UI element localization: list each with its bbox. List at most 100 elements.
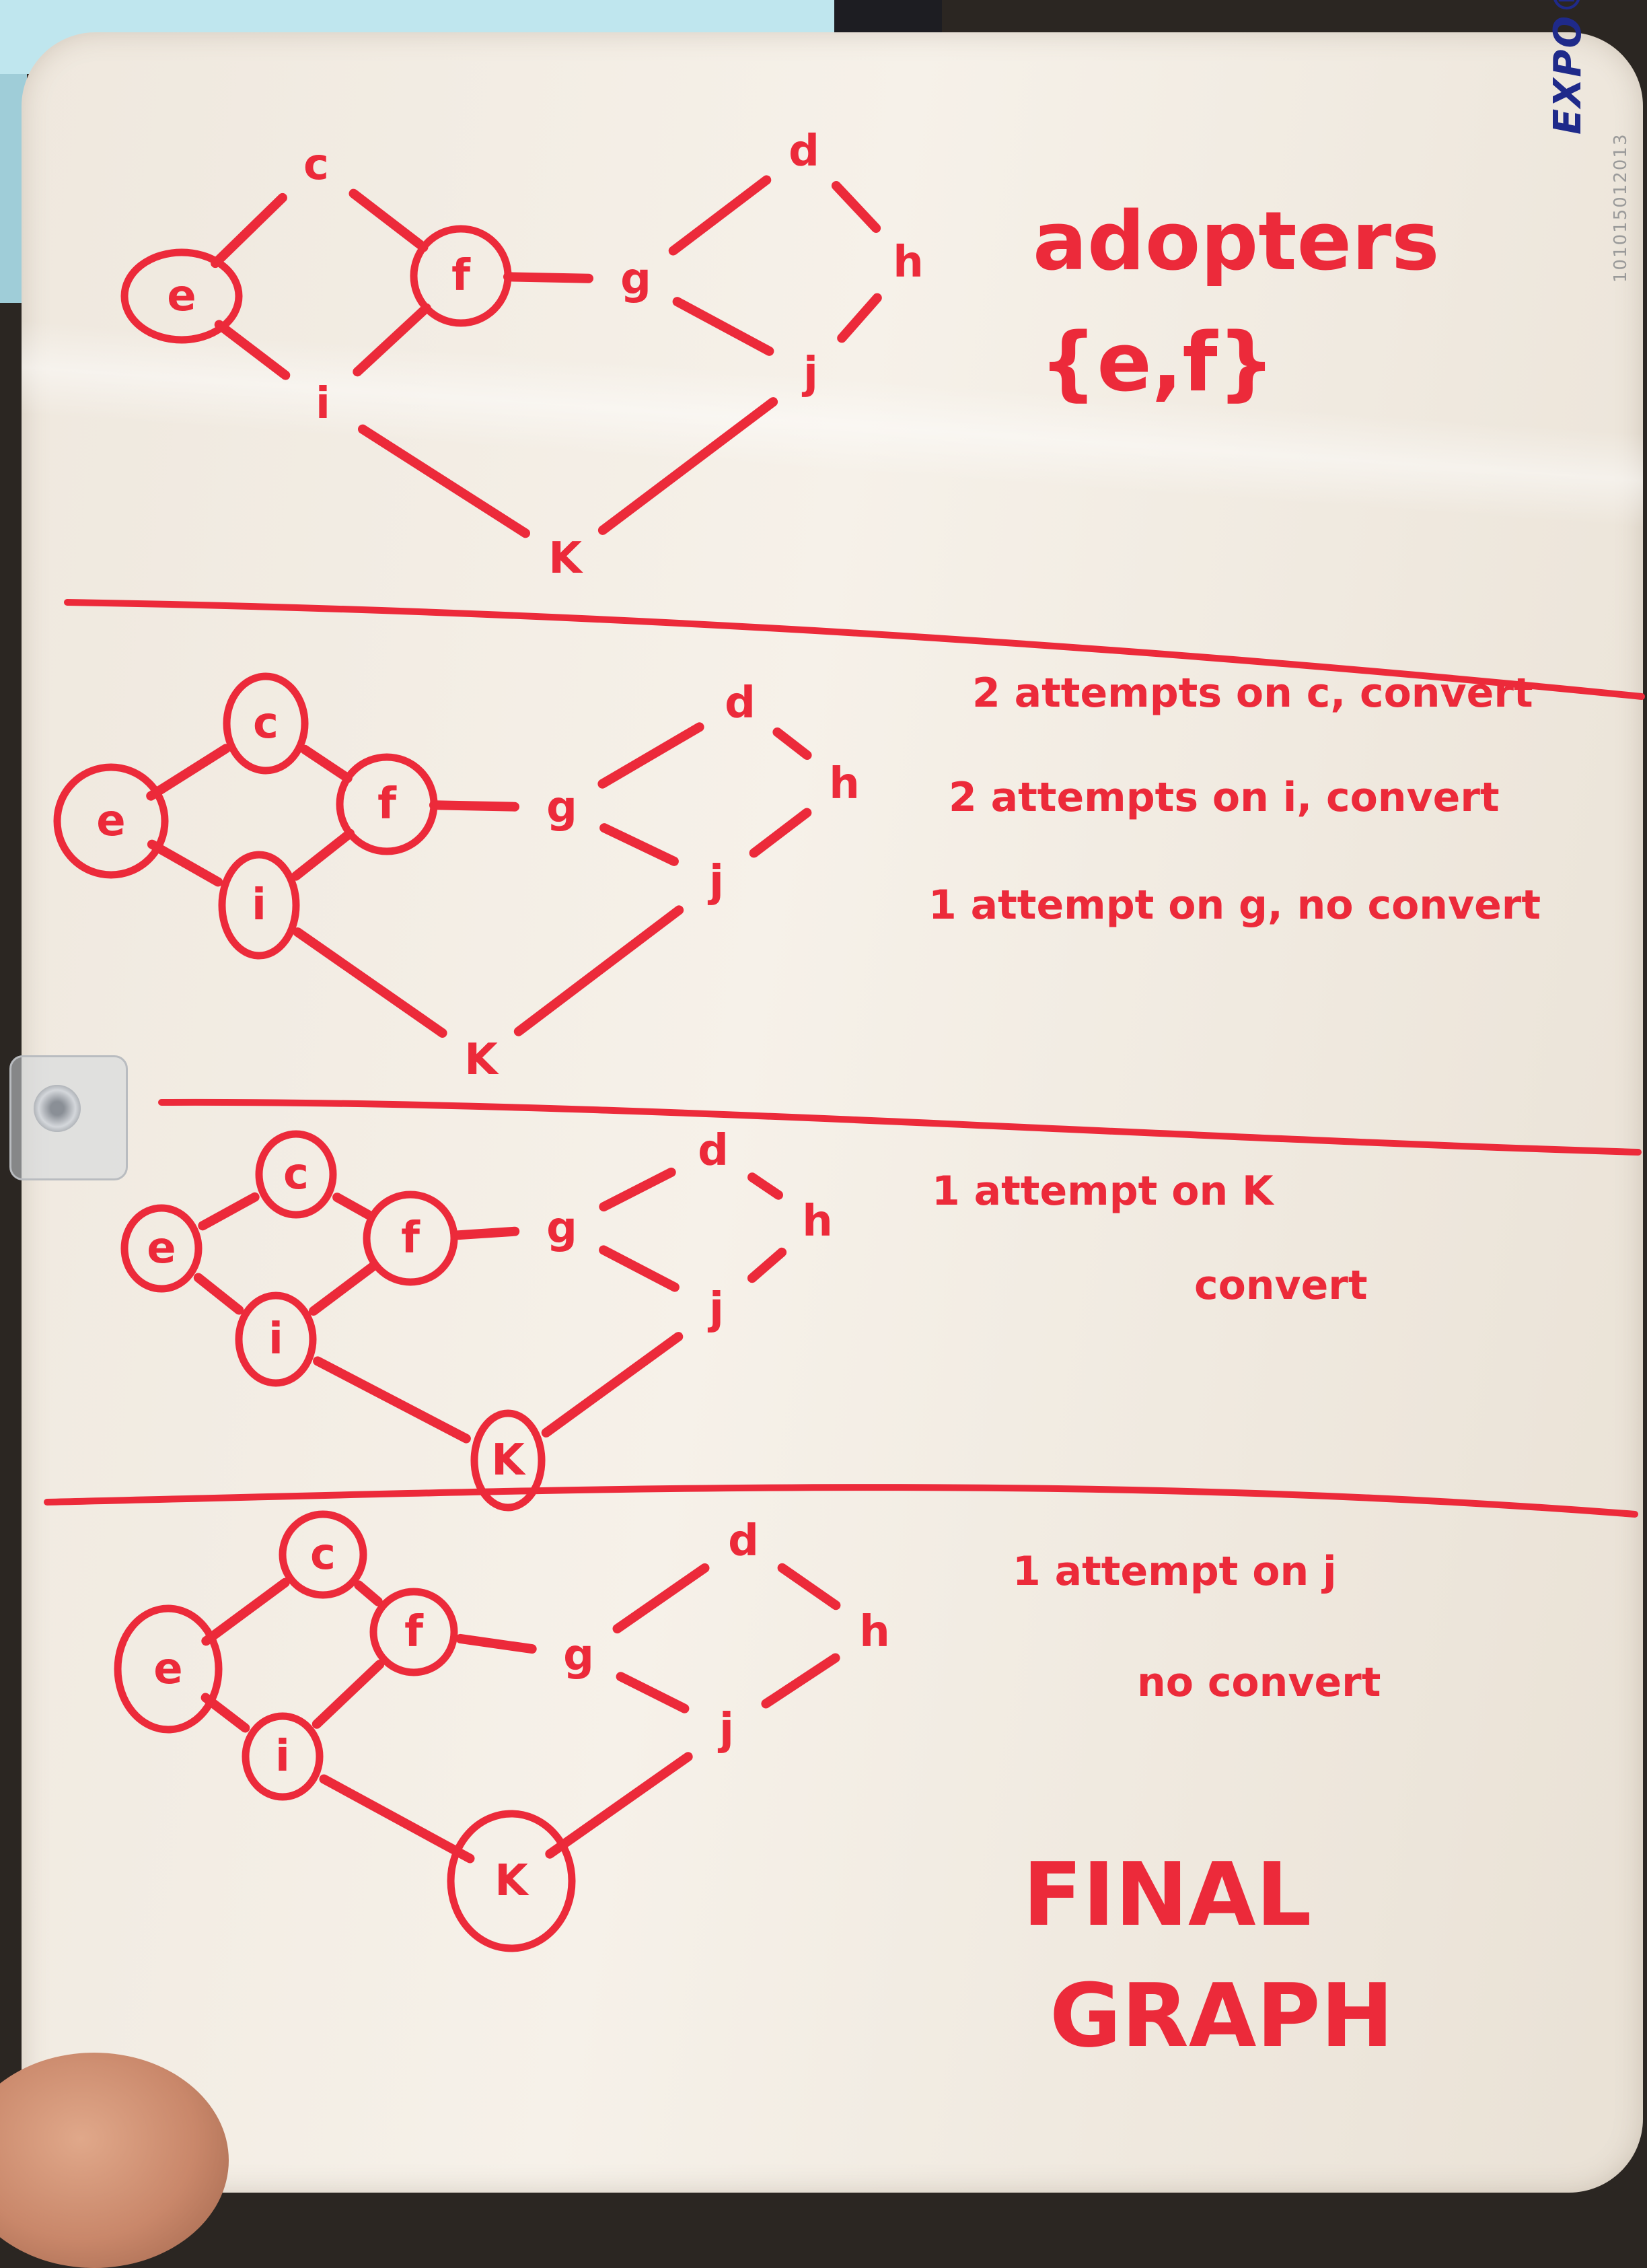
node-h: h xyxy=(802,1197,833,1246)
edge-g-j xyxy=(616,1672,690,1713)
divider-1 xyxy=(64,599,1645,700)
edge-i-f xyxy=(353,303,431,377)
edge-c-f xyxy=(354,1580,383,1606)
clip-rivet xyxy=(34,1085,81,1132)
edge-d-h xyxy=(777,1563,841,1610)
edge-j-h xyxy=(837,293,882,343)
adopter-ring-e xyxy=(120,1204,203,1293)
node-k: K xyxy=(464,1035,499,1085)
node-f: f xyxy=(401,1213,420,1263)
node-k: K xyxy=(548,534,583,583)
note-line-2: 2 attempts on i, convert xyxy=(949,774,1500,821)
node-e: e xyxy=(96,796,125,846)
divider-2 xyxy=(158,1098,1642,1156)
edge-e-i xyxy=(193,1273,244,1315)
edge-g-j xyxy=(599,823,679,866)
edge-g-d xyxy=(599,1167,676,1212)
edge-i-K xyxy=(313,1356,471,1444)
node-d: d xyxy=(789,127,819,176)
edge-e-c xyxy=(198,1192,260,1231)
node-g: g xyxy=(546,1203,577,1253)
note-line-2: {e,f} xyxy=(1039,316,1275,410)
whiteboard xyxy=(22,32,1643,2193)
node-d: d xyxy=(725,678,756,728)
node-k: K xyxy=(495,1856,529,1906)
adopter-ring-i xyxy=(218,851,300,960)
edge-i-K xyxy=(293,927,447,1038)
edge-i-f xyxy=(291,828,355,881)
adopter-ring-i xyxy=(242,1712,324,1801)
node-c: c xyxy=(310,1530,336,1580)
adopter-ring-c xyxy=(223,672,309,775)
adopter-ring-f xyxy=(363,1191,458,1286)
adopter-ring-e xyxy=(114,1604,223,1734)
node-i: i xyxy=(268,1314,283,1364)
edge-d-h xyxy=(831,181,881,233)
note-line-1: adopters xyxy=(1033,195,1440,289)
node-g: g xyxy=(563,1631,594,1680)
edge-f-g xyxy=(452,1226,520,1240)
node-d: d xyxy=(728,1516,759,1566)
node-i: i xyxy=(252,880,266,930)
node-d: d xyxy=(698,1126,729,1176)
node-h: h xyxy=(829,759,860,809)
node-f: f xyxy=(451,251,471,301)
edge-c-f xyxy=(332,1193,374,1220)
adopter-ring-i xyxy=(235,1291,317,1387)
edge-g-j xyxy=(599,1245,680,1292)
edge-K-j xyxy=(541,1332,684,1438)
node-i: i xyxy=(275,1732,290,1781)
edge-i-K xyxy=(319,1774,475,1864)
edge-g-d xyxy=(597,722,704,789)
divider-3 xyxy=(44,1484,1638,1518)
final-title-line-2: GRAPH xyxy=(1050,1964,1394,2067)
edge-c-f xyxy=(349,188,429,252)
edge-e-c xyxy=(146,744,231,801)
node-f: f xyxy=(377,779,397,829)
node-i: i xyxy=(316,379,330,429)
final-title-line-1: FINAL xyxy=(1023,1843,1311,1946)
node-f: f xyxy=(404,1607,424,1657)
node-j: j xyxy=(707,857,724,907)
adopter-ring-k xyxy=(447,1810,576,1952)
edge-i-f xyxy=(309,1262,377,1316)
edge-c-f xyxy=(300,744,353,783)
edge-d-h xyxy=(747,1172,783,1200)
edge-d-h xyxy=(772,727,812,760)
adopter-ring-f xyxy=(410,225,512,327)
node-k: K xyxy=(491,1436,526,1485)
edge-K-j xyxy=(545,1752,693,1859)
edge-i-f xyxy=(312,1660,385,1729)
adopter-ring-f xyxy=(336,753,438,855)
edge-f-g xyxy=(455,1633,537,1654)
note-line-2: no convert xyxy=(1137,1659,1381,1706)
note-line-1: 1 attempt on j xyxy=(1013,1548,1337,1595)
adopter-ring-e xyxy=(53,763,169,879)
edge-e-i xyxy=(147,839,223,887)
edge-e-c xyxy=(201,1578,290,1646)
node-c: c xyxy=(253,699,279,748)
node-e: e xyxy=(147,1224,176,1273)
note-line-3: 1 attempt on g, no convert xyxy=(928,882,1541,929)
node-j: j xyxy=(707,1284,724,1334)
adopter-ring-c xyxy=(255,1130,337,1219)
node-e: e xyxy=(167,271,196,321)
edge-K-j xyxy=(513,905,684,1036)
adopter-ring-c xyxy=(279,1510,367,1599)
node-h: h xyxy=(859,1607,890,1657)
graph-panel-2: c d e f g h i jK xyxy=(53,672,860,1085)
note-line-1: 1 attempt on K xyxy=(932,1168,1275,1215)
adopter-ring-f xyxy=(369,1588,458,1676)
edge-g-d xyxy=(612,1563,710,1634)
edge-K-j xyxy=(597,397,778,535)
node-g: g xyxy=(546,783,577,832)
